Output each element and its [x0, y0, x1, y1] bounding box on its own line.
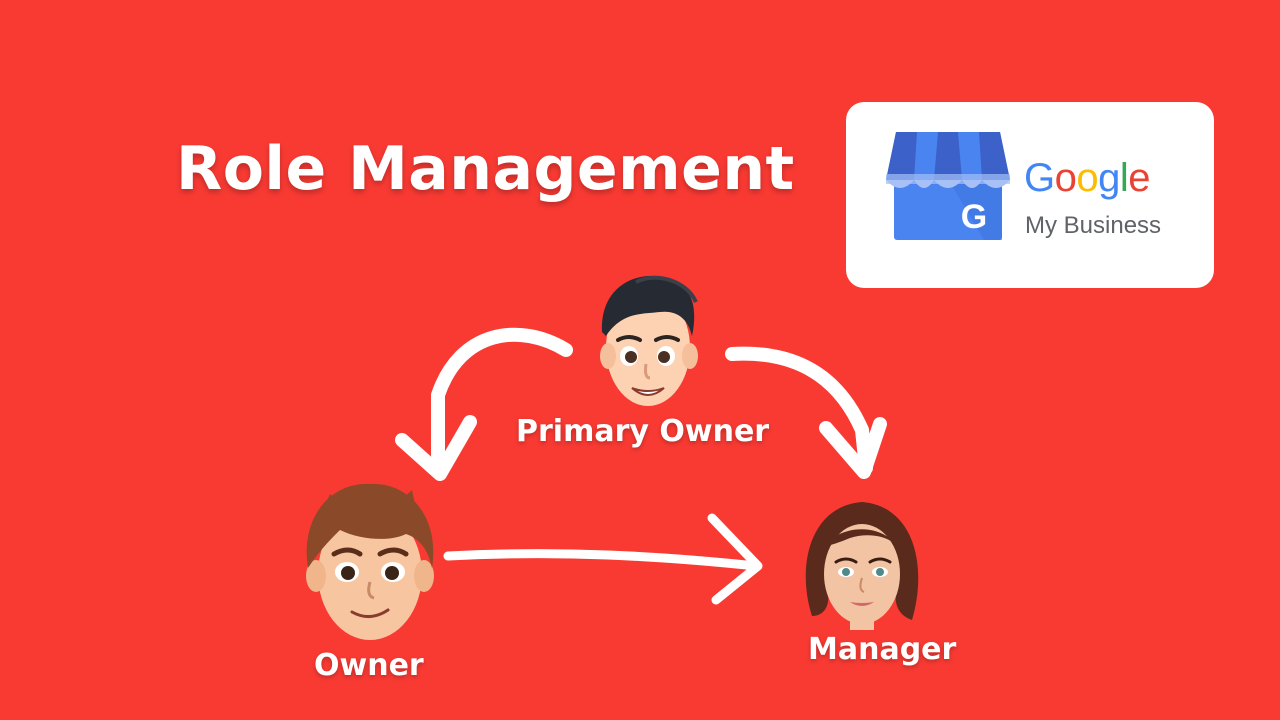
arrow-head-owner — [395, 415, 477, 481]
google-my-business-logo: G Google My Business — [846, 102, 1214, 288]
arrow-head-owner-to-manager — [707, 513, 763, 605]
store-icon: G — [886, 132, 1010, 240]
owner-label: Owner — [314, 648, 424, 683]
manager-label: Manager — [808, 632, 957, 667]
arrow-head-manager — [819, 417, 887, 479]
wordmark-letter: e — [1128, 156, 1151, 200]
wordmark-letter: G — [1024, 156, 1055, 200]
wordmark-letter: g — [1098, 156, 1120, 200]
g-badge-letter: G — [961, 198, 987, 236]
wordmark-letter: l — [1119, 156, 1129, 200]
my-business-text: My Business — [1025, 212, 1162, 239]
wordmark-letter: o — [1054, 156, 1077, 200]
primary-owner-label: Primary Owner — [516, 414, 770, 449]
manager-avatar — [805, 502, 919, 630]
page-title: Role Management — [176, 134, 795, 204]
arrow-primary-to-owner — [431, 327, 573, 467]
arrow-owner-to-manager — [443, 549, 761, 571]
wordmark-letter: o — [1076, 156, 1099, 200]
primary-owner-avatar — [600, 275, 698, 406]
google-wordmark: Google — [1024, 156, 1151, 201]
arrow-primary-to-manager — [725, 346, 873, 475]
owner-avatar — [306, 483, 434, 640]
